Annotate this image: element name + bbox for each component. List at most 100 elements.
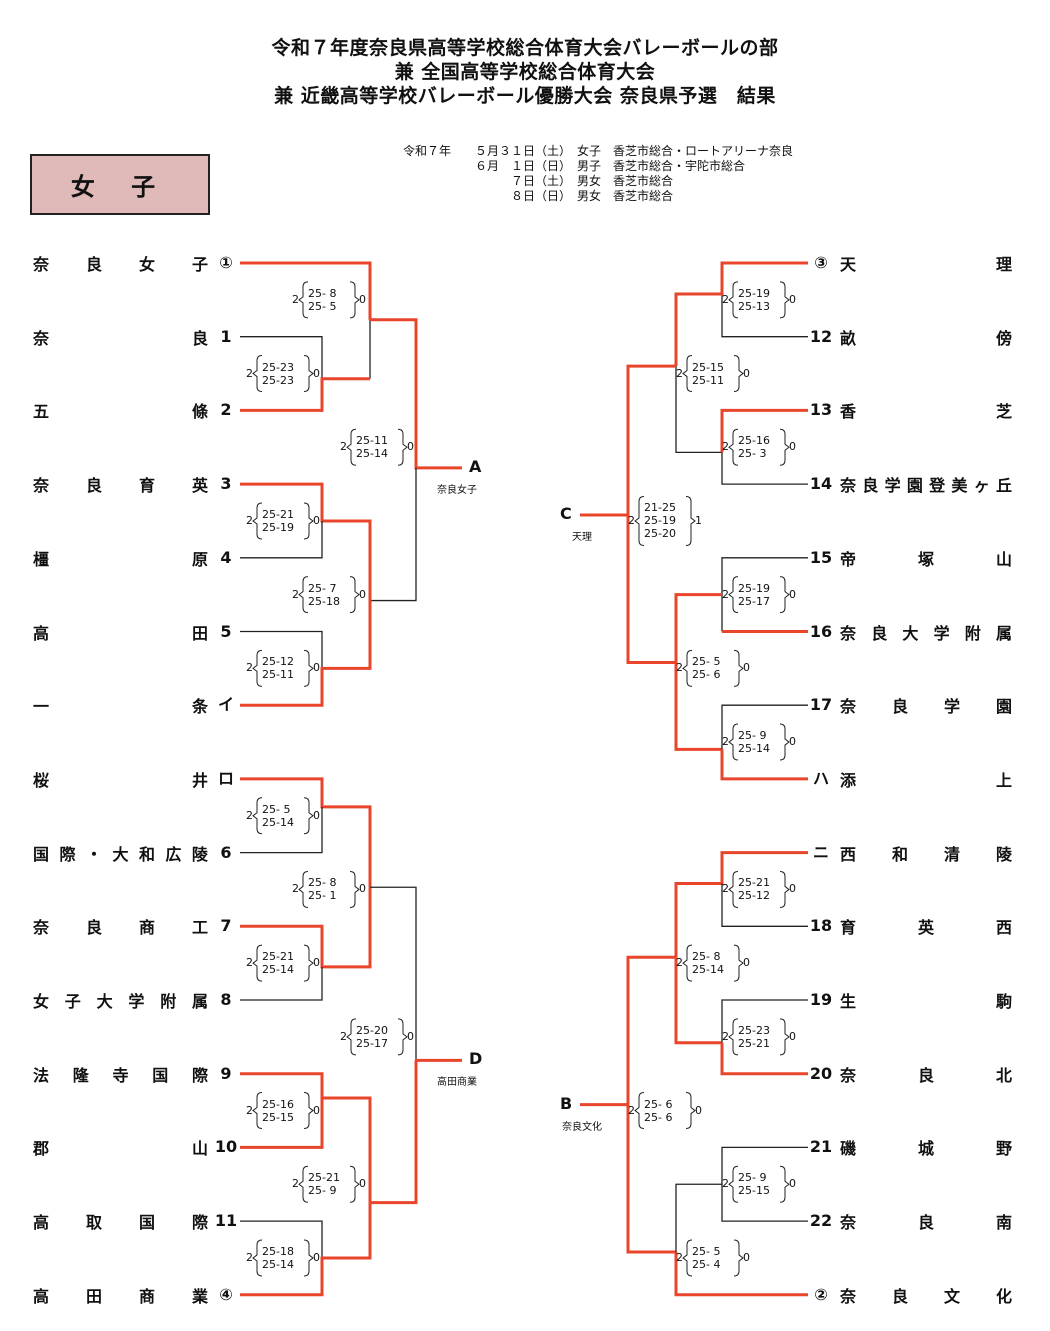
score-winner-sets: 2 [722,587,729,601]
set-score: 25-16 [262,1097,294,1111]
team-name-left: 桜井 [33,770,208,790]
set-score: 25-11 [262,668,294,682]
score-brace-left [634,1092,645,1130]
seed-label: 21 [809,1137,833,1157]
score-loser-sets: 0 [789,440,796,454]
score-loser-sets: 0 [407,1029,414,1043]
score-loser-sets: 0 [359,1177,366,1191]
set-score: 25- 8 [308,286,337,300]
seed-label: 8 [220,990,232,1009]
score-winner-sets: 2 [292,882,299,896]
score-brace-left [346,428,357,466]
title-line-1: 令和７年度奈良県高等学校総合体育大会バレーボールの部 [271,37,779,59]
seed-label: 19 [809,990,833,1009]
set-score: 21-25 [644,501,676,515]
set-score: 25- 5 [692,655,721,669]
set-score: 25- 8 [308,876,337,890]
result-letter: B [560,1093,573,1113]
result-letter: C [560,504,572,524]
bracket-line [626,1104,676,1254]
seed-label: 11 [214,1211,238,1231]
score-winner-sets: 2 [246,808,253,822]
score-brace-right [303,797,314,835]
team-name-left: 一条 [33,697,208,717]
team-name-right: 奈良文化 [840,1286,1012,1306]
score-brace-right [397,1018,408,1056]
set-score: 25-20 [356,1023,388,1037]
score-winner-sets: 2 [246,956,253,970]
score-brace-right [685,1092,696,1130]
seed-label: イ [217,695,234,715]
set-score: 25- 5 [262,802,291,816]
result-winner: 奈良女子 [437,484,477,496]
score-brace-left [728,723,739,761]
set-score: 25-21 [262,950,294,964]
score-winner-sets: 2 [676,661,683,675]
score-winner-sets: 2 [340,440,347,454]
bracket-line [720,749,808,781]
team-name-left: 高取国際 [33,1213,208,1233]
score-brace-right [733,355,744,393]
score-brace-right [779,281,790,319]
team-name-left: 郡山 [33,1139,208,1159]
team-name-left: 女子大学附属 [33,992,208,1011]
score-loser-sets: 0 [359,587,366,601]
bracket-line [720,1042,808,1076]
score-brace-left [298,576,309,614]
seed-label: 1 [220,326,232,346]
score-loser-sets: 0 [313,661,320,675]
gender-label-box: 女 子 [30,154,210,215]
score-brace-left [634,495,645,546]
set-score: 25- 6 [644,1097,673,1111]
bracket-line [720,408,808,453]
set-score: 25-19 [738,286,770,300]
score-winner-sets: 2 [246,661,253,675]
seed-label: 22 [809,1211,833,1231]
set-score: 25-21 [738,1036,770,1050]
set-score: 25-20 [644,527,676,541]
bracket-line [675,1183,722,1253]
set-score: 25- 9 [738,729,767,743]
set-score: 25-13 [738,299,770,313]
score-brace-left [298,870,309,908]
result-winner: 天理 [572,532,592,544]
score-winner-sets: 2 [722,292,729,306]
team-name-right: 育英西 [840,918,1012,938]
schedule-line-2: ６月 １日（日） 男子 香芝市総合・宇陀市総合 [403,159,746,173]
gender-label: 女 子 [70,173,170,201]
score-winner-sets: 2 [292,292,299,306]
score-loser-sets: 0 [313,513,320,527]
score-winner-sets: 2 [340,1029,347,1043]
set-score: 25-23 [738,1023,770,1037]
score-loser-sets: 0 [359,882,366,896]
set-score: 25-14 [356,447,388,461]
result-winner: 高田商業 [437,1077,477,1089]
bracket-line [370,318,462,470]
score-loser-sets: 0 [789,1177,796,1191]
set-score: 25-18 [308,594,340,608]
score-brace-left [252,502,263,540]
bracket-line [674,261,808,367]
score-brace-right [303,944,314,982]
score-winner-sets: 2 [292,587,299,601]
bracket-line [240,261,372,320]
score-loser-sets: 0 [313,808,320,822]
seed-label: ロ [217,768,234,788]
score-loser-sets: 0 [789,735,796,749]
score-brace-left [682,1239,693,1277]
set-score: 25-17 [738,594,770,608]
seed-label: 14 [809,474,833,494]
title-line-2: 兼 全国高等学校総合体育大会 [394,61,656,83]
score-winner-sets: 2 [722,882,729,896]
score-brace-right [349,1165,360,1203]
bracket-line [370,467,417,602]
score-winner-sets: 2 [628,1103,635,1117]
seed-label: 9 [220,1063,232,1083]
score-brace-right [779,870,790,908]
score-winner-sets: 2 [246,366,253,380]
set-score: 25-21 [308,1171,340,1185]
score-loser-sets: 0 [695,1103,702,1117]
seed-label: 15 [809,547,833,567]
bracket-line [675,366,722,454]
score-brace-left [252,355,263,393]
